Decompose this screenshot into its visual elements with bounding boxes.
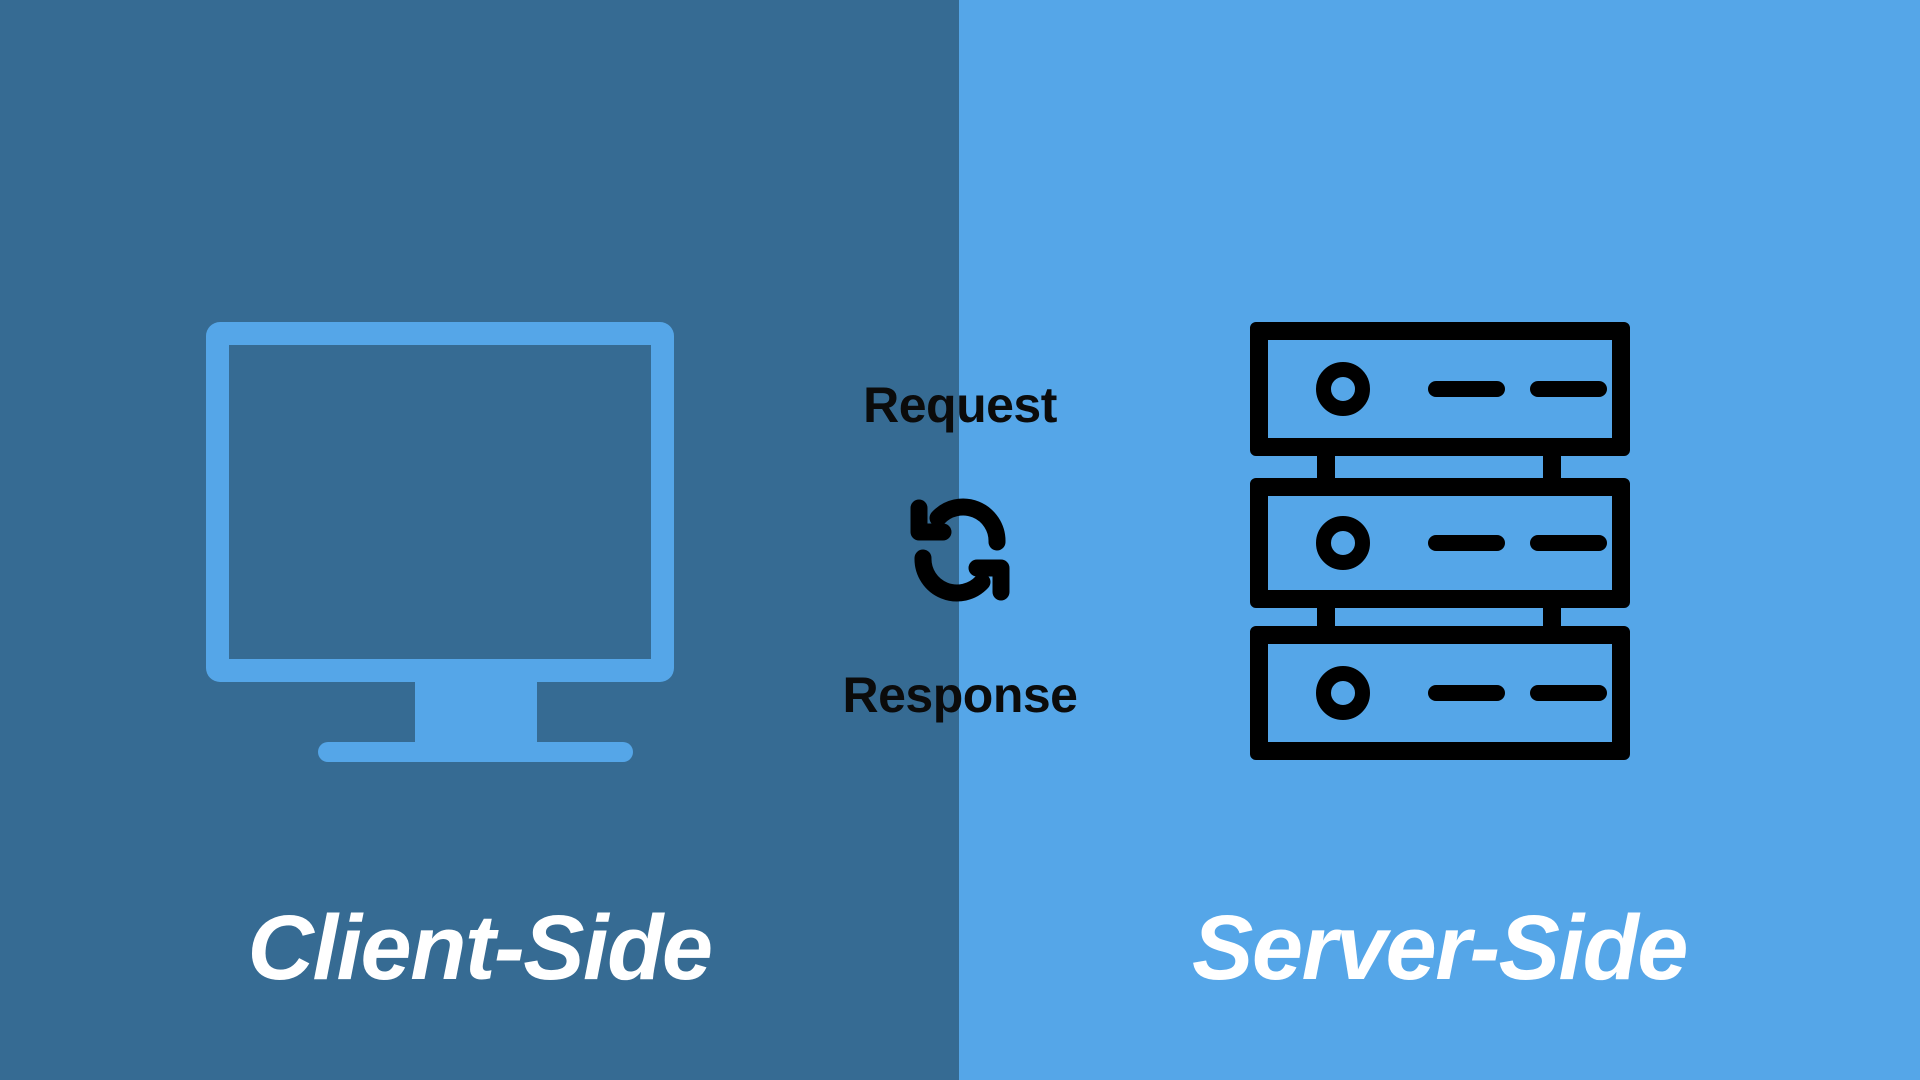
- rack-indicator-dash: [1428, 535, 1505, 551]
- monitor-screen-frame: [206, 322, 674, 682]
- rack-power-led-icon: [1316, 516, 1370, 570]
- rack-connector-leg: [1317, 608, 1335, 626]
- rack-connector-leg: [1543, 456, 1561, 478]
- request-response-flow: Request Response: [660, 380, 1260, 720]
- server-rack-unit: [1250, 478, 1630, 608]
- server-rack-unit: [1250, 322, 1630, 456]
- left-panel-background: [0, 0, 959, 1080]
- server-rack-icon: [1250, 322, 1630, 760]
- server-side-caption: Server-Side: [1192, 897, 1688, 999]
- rack-indicator-dash: [1530, 381, 1607, 397]
- sync-refresh-icon: [910, 498, 1010, 602]
- request-label: Request: [863, 377, 1057, 433]
- rack-indicator-dash: [1530, 685, 1607, 701]
- client-side-caption: Client-Side: [247, 897, 713, 999]
- rack-power-led-icon: [1316, 666, 1370, 720]
- desktop-monitor-icon: [206, 322, 674, 762]
- rack-connector-leg: [1543, 608, 1561, 626]
- rack-connector-leg: [1317, 456, 1335, 478]
- server-rack-unit: [1250, 626, 1630, 760]
- response-label: Response: [842, 667, 1078, 723]
- monitor-stand-base: [318, 742, 633, 762]
- rack-indicator-dash: [1428, 685, 1505, 701]
- rack-power-led-icon: [1316, 362, 1370, 416]
- rack-indicator-dash: [1530, 535, 1607, 551]
- rack-indicator-dash: [1428, 381, 1505, 397]
